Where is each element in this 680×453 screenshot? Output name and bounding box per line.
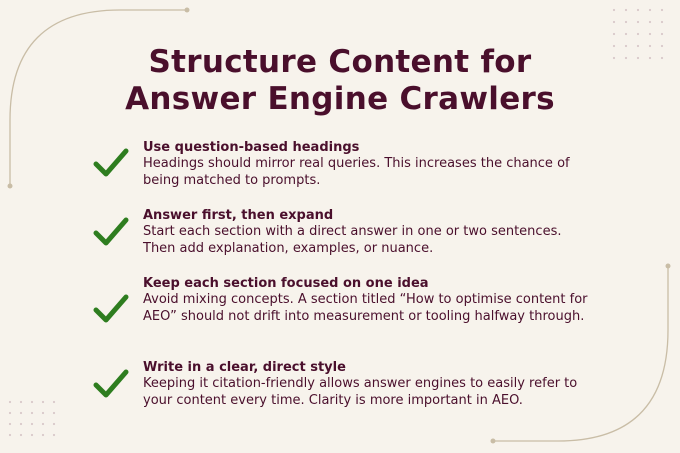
item-body: Headings should mirror real queries. Thi… — [143, 156, 570, 188]
decorative-dot — [624, 56, 628, 60]
item-body: Avoid mixing concepts. A section titled … — [143, 292, 588, 324]
item-heading: Write in a clear, direct style — [143, 360, 346, 375]
decorative-dot — [19, 400, 23, 404]
decorative-dot — [624, 32, 628, 36]
decorative-dot — [52, 411, 56, 415]
decorative-dot — [30, 400, 34, 404]
decorative-dot — [41, 433, 45, 437]
decorative-dot — [624, 44, 628, 48]
decorative-dot — [612, 8, 616, 12]
top-left-arc — [9, 9, 187, 186]
bottom-left-dot-grid — [8, 400, 56, 437]
decorative-dot — [612, 44, 616, 48]
decorative-dot — [8, 400, 12, 404]
decorative-dot — [636, 56, 640, 60]
decorative-dot — [648, 8, 652, 12]
top-right-dot-grid — [612, 8, 664, 60]
decorative-dot — [624, 8, 628, 12]
check-icon — [93, 294, 129, 323]
item-body: Keeping it citation-friendly allows answ… — [143, 376, 578, 408]
decorative-dot — [636, 20, 640, 24]
decorative-dot — [52, 433, 56, 437]
page-title: Structure Content for Answer Engine Craw… — [0, 44, 680, 118]
title-line-2: Answer Engine Crawlers — [125, 81, 555, 117]
check-icon — [93, 369, 129, 398]
decorative-dot — [612, 32, 616, 36]
decorative-dot — [30, 422, 34, 426]
decorative-dot — [19, 433, 23, 437]
decorative-dot — [41, 422, 45, 426]
decorative-dot — [624, 20, 628, 24]
decorative-dot — [648, 20, 652, 24]
decorative-dot — [660, 56, 664, 60]
decorative-dot — [636, 44, 640, 48]
decorative-dot — [612, 56, 616, 60]
decorative-dot — [19, 422, 23, 426]
decorative-dot — [52, 400, 56, 404]
decorative-dot — [660, 8, 664, 12]
title-line-1: Structure Content for — [148, 44, 532, 80]
decorative-dot — [648, 44, 652, 48]
check-icon — [93, 148, 129, 177]
decorative-dot — [648, 56, 652, 60]
item-body: Start each section with a direct answer … — [143, 224, 562, 256]
decorative-dot — [30, 411, 34, 415]
decorative-dot — [8, 433, 12, 437]
bottom-right-arc — [493, 266, 669, 442]
decorative-dot — [8, 411, 12, 415]
decorative-dot — [41, 411, 45, 415]
decorative-dot — [52, 422, 56, 426]
decorative-dot — [660, 32, 664, 36]
decorative-dot — [636, 32, 640, 36]
item-heading: Answer first, then expand — [143, 208, 334, 223]
decorative-dot — [660, 44, 664, 48]
check-icon — [93, 217, 129, 246]
item-heading: Keep each section focused on one idea — [143, 276, 429, 291]
item-heading: Use question-based headings — [143, 140, 360, 155]
decorative-dot — [660, 20, 664, 24]
decorative-dot — [612, 20, 616, 24]
decorative-dot — [636, 8, 640, 12]
decorative-dot — [30, 433, 34, 437]
decorative-dot — [19, 411, 23, 415]
decorative-dot — [648, 32, 652, 36]
decorative-dot — [8, 422, 12, 426]
decorative-dot — [41, 400, 45, 404]
